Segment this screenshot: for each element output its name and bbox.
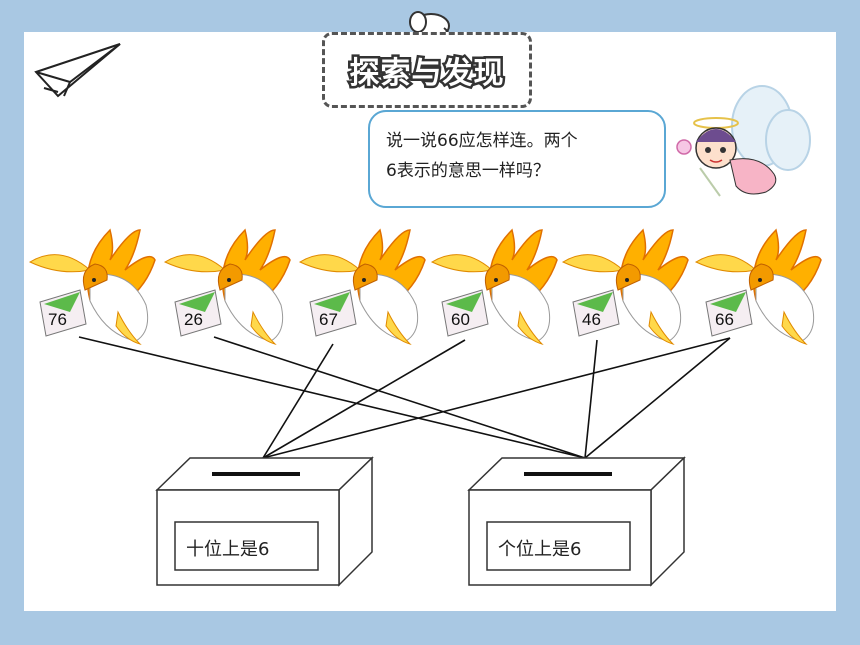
bird-number-60[interactable]: 60 (451, 310, 470, 329)
speech-line-2: 6表示的意思一样吗？ (386, 161, 550, 181)
title-box: 探索与发现 (322, 32, 532, 108)
bird-number-66[interactable]: 66 (715, 310, 734, 329)
ones-box-label: 个位上是6 (498, 539, 582, 560)
bird-number-26[interactable]: 26 (184, 310, 203, 329)
connection-lines (78, 336, 731, 459)
bird-number-76[interactable]: 76 (48, 310, 67, 329)
bird-number-46[interactable]: 46 (582, 310, 601, 329)
tens-box-label: 十位上是6 (186, 539, 270, 560)
tens-box (155, 456, 374, 587)
page-title: 探索与发现 (347, 54, 506, 94)
angel-fairy-icon (676, 85, 811, 197)
bird-number-67[interactable]: 67 (319, 310, 338, 329)
speech-bubble: 说一说66应怎样连。两个 6表示的意思一样吗？ (368, 110, 666, 208)
paper-plane-icon (34, 43, 121, 98)
speech-line-1: 说一说66应怎样连。两个 (386, 131, 578, 151)
ones-box (467, 456, 686, 587)
